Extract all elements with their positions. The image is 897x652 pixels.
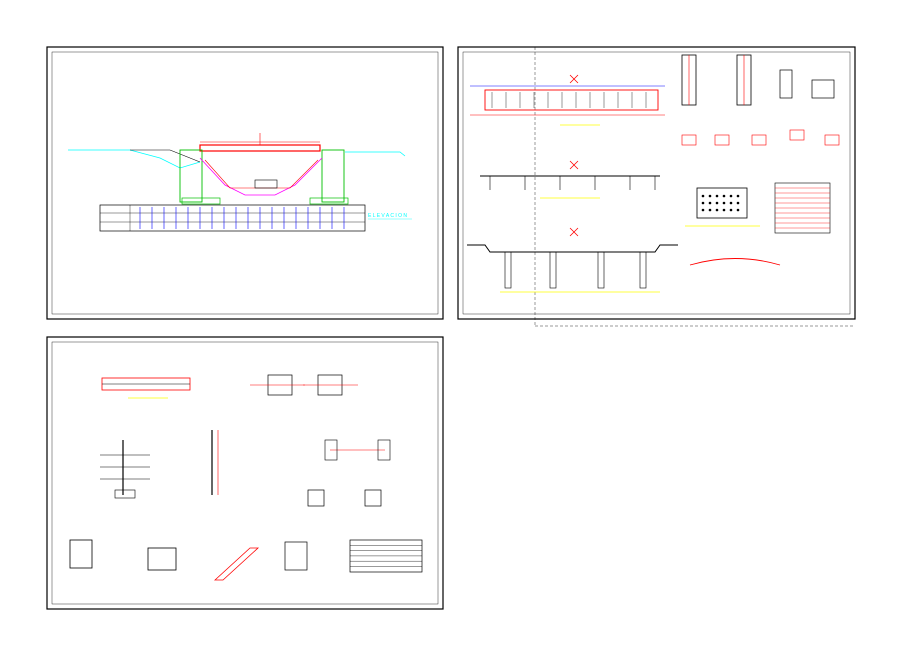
plate-plan: [696, 187, 748, 219]
channel-culvert: [254, 179, 278, 189]
profile-table-ticks: [139, 207, 345, 229]
footing-right: [309, 197, 349, 205]
plate-hole: [722, 194, 726, 198]
plate-plan-holes: [701, 194, 740, 212]
profile-table: [99, 204, 366, 232]
rebar-detail: [824, 134, 840, 146]
sheet-a-title: E L E V A C I O N: [368, 213, 407, 219]
plate-hole: [715, 201, 719, 205]
cross-beam: [639, 251, 647, 289]
river-channel: [199, 157, 323, 196]
column-detail-3: [779, 69, 793, 99]
sheet-c-inner-frame: [51, 341, 439, 605]
rebar-detail: [789, 129, 805, 141]
plate-hole: [701, 201, 705, 205]
cross-beam: [549, 251, 557, 289]
sheet-a-elevation: E L E V A C I O N: [46, 46, 444, 320]
cross-section-slab: [467, 244, 678, 253]
sheet-b-frame: [457, 46, 856, 320]
plate-hole: [729, 194, 733, 198]
cross-beam: [504, 251, 512, 289]
abutment-left: [179, 149, 203, 203]
cross-section-beams: [504, 251, 647, 289]
plate-hole: [722, 208, 726, 212]
plate-hole: [715, 208, 719, 212]
connection-detail: [147, 547, 177, 571]
base-plate-detail: [69, 539, 93, 569]
sheet-b-inner-frame: [462, 51, 851, 315]
plate-hole: [708, 208, 712, 212]
bearing-detail-2: [364, 489, 382, 507]
rebar-detail: [751, 134, 767, 146]
channel-protection: [204, 159, 319, 189]
plate-hole: [722, 201, 726, 205]
plate-hole: [701, 194, 705, 198]
abutment-right: [321, 149, 345, 203]
sheet-a-inner-frame: [51, 51, 439, 315]
bill-of-materials-rows: [350, 545, 422, 567]
embankment-left: [130, 149, 201, 163]
sheet-a-frame: [46, 46, 444, 320]
plate-hole: [701, 208, 705, 212]
plate-hole: [736, 201, 740, 205]
inclined-slab-detail: [213, 547, 260, 581]
deck-beam-posts: [489, 176, 656, 190]
cross-beam: [597, 251, 605, 289]
plate-hole: [708, 194, 712, 198]
longitudinal-section: [484, 89, 659, 111]
longitudinal-section-stirrups: [491, 92, 647, 108]
axis-markers: [569, 74, 579, 237]
plate-hole: [729, 208, 733, 212]
plate-hole: [708, 201, 712, 205]
rebar-detail: [714, 134, 730, 146]
plate-hole: [715, 194, 719, 198]
rebar-detail: [681, 134, 697, 146]
bearing-detail-1: [307, 489, 325, 507]
bridge-deck: [199, 144, 321, 152]
column-detail-4: [811, 79, 835, 99]
sheet-c-frame: [46, 336, 444, 610]
terrain-left-line: [68, 149, 201, 169]
arch-detail: [689, 258, 781, 266]
plate-hole: [736, 194, 740, 198]
plate-hole: [736, 208, 740, 212]
terrain-right-line: [345, 151, 406, 157]
plate-hole: [729, 201, 733, 205]
footing-left: [181, 197, 221, 205]
concrete-section-detail: [284, 541, 308, 571]
rebar-small-details: [681, 129, 840, 146]
sheet-c-connection-details: [46, 336, 444, 610]
quantity-table-rows: [775, 187, 830, 229]
sheet-b-deck-details: [457, 46, 856, 327]
